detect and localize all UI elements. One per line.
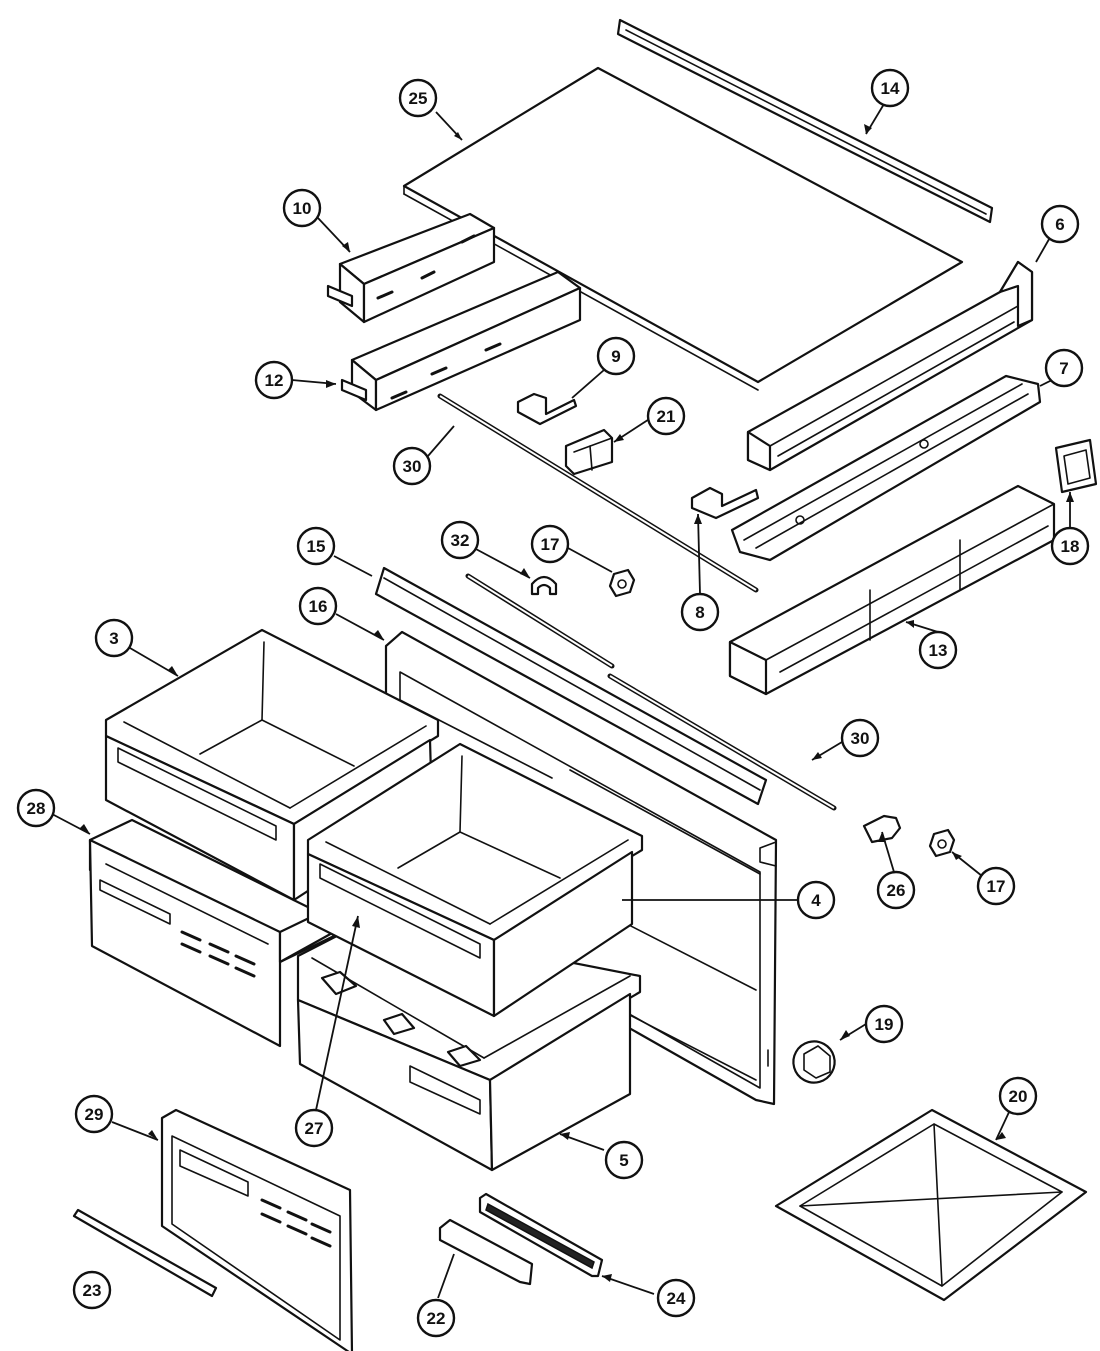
part-17-cam-upper: [608, 568, 636, 598]
part-29-drawer-front: [160, 1108, 354, 1351]
part-32-clamp: [465, 573, 615, 669]
callout-label: 28: [27, 799, 46, 818]
part-9-small-bracket: [516, 392, 578, 426]
callout-12: 12: [254, 360, 294, 400]
callout-label: 29: [85, 1105, 104, 1124]
part-4-right-bin: [306, 742, 644, 1018]
part-21-block: [564, 428, 614, 476]
part-23-trim-strip: [72, 1208, 218, 1298]
callout-label: 20: [1009, 1087, 1028, 1106]
callout-19: 19: [864, 1004, 904, 1044]
callouts: 25 14 10 6 12 9 7 21 30 18 32 17 8 15 16…: [16, 68, 1090, 1338]
callout-14: 14: [870, 68, 910, 108]
callout-label: 18: [1061, 537, 1080, 556]
callout-label: 9: [611, 347, 620, 366]
part-28-left-drawer: [88, 818, 336, 1048]
callout-label: 4: [811, 891, 821, 910]
callout-label: 24: [667, 1289, 686, 1308]
callout-label: 8: [695, 603, 704, 622]
callout-21: 21: [646, 396, 686, 436]
part-17-cam-lower: [928, 828, 956, 858]
part-18-clip: [1054, 438, 1098, 494]
callout-9: 9: [596, 336, 636, 376]
callout-7: 7: [1044, 348, 1084, 388]
part-19-clip: [767, 1040, 836, 1084]
callout-label: 30: [851, 729, 870, 748]
callout-label: 3: [109, 629, 118, 648]
leader-arrowheads: [80, 124, 1074, 1282]
callout-6: 6: [1040, 204, 1080, 244]
callout-label: 17: [541, 535, 560, 554]
callout-10: 10: [282, 188, 322, 228]
callout-label: 6: [1055, 215, 1064, 234]
callout-label: 15: [307, 537, 326, 556]
part-7-inner-rail: [730, 374, 1042, 562]
callout-4: 4: [796, 880, 836, 920]
callout-27: 27: [294, 1108, 334, 1148]
callout-23: 23: [72, 1270, 112, 1310]
part-30-rod-lower: [607, 673, 837, 811]
callout-label: 5: [619, 1151, 628, 1170]
callout-16: 16: [298, 586, 338, 626]
callout-label: 17: [987, 877, 1006, 896]
callout-label: 30: [403, 457, 422, 476]
callout-22: 22: [416, 1298, 456, 1338]
part-20-bottom-cover: [774, 1108, 1088, 1302]
callout-label: 7: [1059, 359, 1068, 378]
callout-13: 13: [918, 630, 958, 670]
callout-label: 22: [427, 1309, 446, 1328]
part-8-support: [690, 486, 760, 520]
part-14-top-rail: [616, 18, 994, 224]
callout-label: 23: [83, 1281, 102, 1300]
callout-3: 3: [94, 618, 134, 658]
callout-25: 25: [398, 78, 438, 118]
callout-label: 19: [875, 1015, 894, 1034]
callout-20: 20: [998, 1076, 1038, 1116]
callout-label: 27: [305, 1119, 324, 1138]
part-30-rod-upper: [437, 393, 759, 593]
part-12-left-bracket-lower: [340, 270, 582, 412]
part-6-right-rail: [746, 260, 1034, 472]
callout-label: 13: [929, 641, 948, 660]
callout-label: 32: [451, 531, 470, 550]
part-10-left-bracket-upper: [326, 212, 496, 324]
callout-label: 21: [657, 407, 676, 426]
callout-24: 24: [656, 1278, 696, 1318]
callout-17-lower: 17: [976, 866, 1016, 906]
callout-8: 8: [680, 592, 720, 632]
callout-label: 26: [887, 881, 906, 900]
callout-label: 16: [309, 597, 328, 616]
callout-label: 14: [881, 79, 900, 98]
part-26-cam: [862, 814, 902, 844]
callout-label: 12: [265, 371, 284, 390]
callout-29: 29: [74, 1094, 114, 1134]
part-15-cover-strip: [374, 566, 768, 806]
callout-5: 5: [604, 1140, 644, 1180]
callout-32: 32: [440, 520, 480, 560]
callout-15: 15: [296, 526, 336, 566]
callout-30-upper: 30: [392, 446, 432, 486]
callout-28: 28: [16, 788, 56, 828]
part-22-trim-piece: [438, 1218, 534, 1286]
callout-17-upper: 17: [530, 524, 570, 564]
callout-label: 10: [293, 199, 312, 218]
callout-label: 25: [409, 89, 428, 108]
part-24-grille: [478, 1192, 604, 1278]
callout-30-lower: 30: [840, 718, 880, 758]
callout-18: 18: [1050, 526, 1090, 566]
callout-26: 26: [876, 870, 916, 910]
